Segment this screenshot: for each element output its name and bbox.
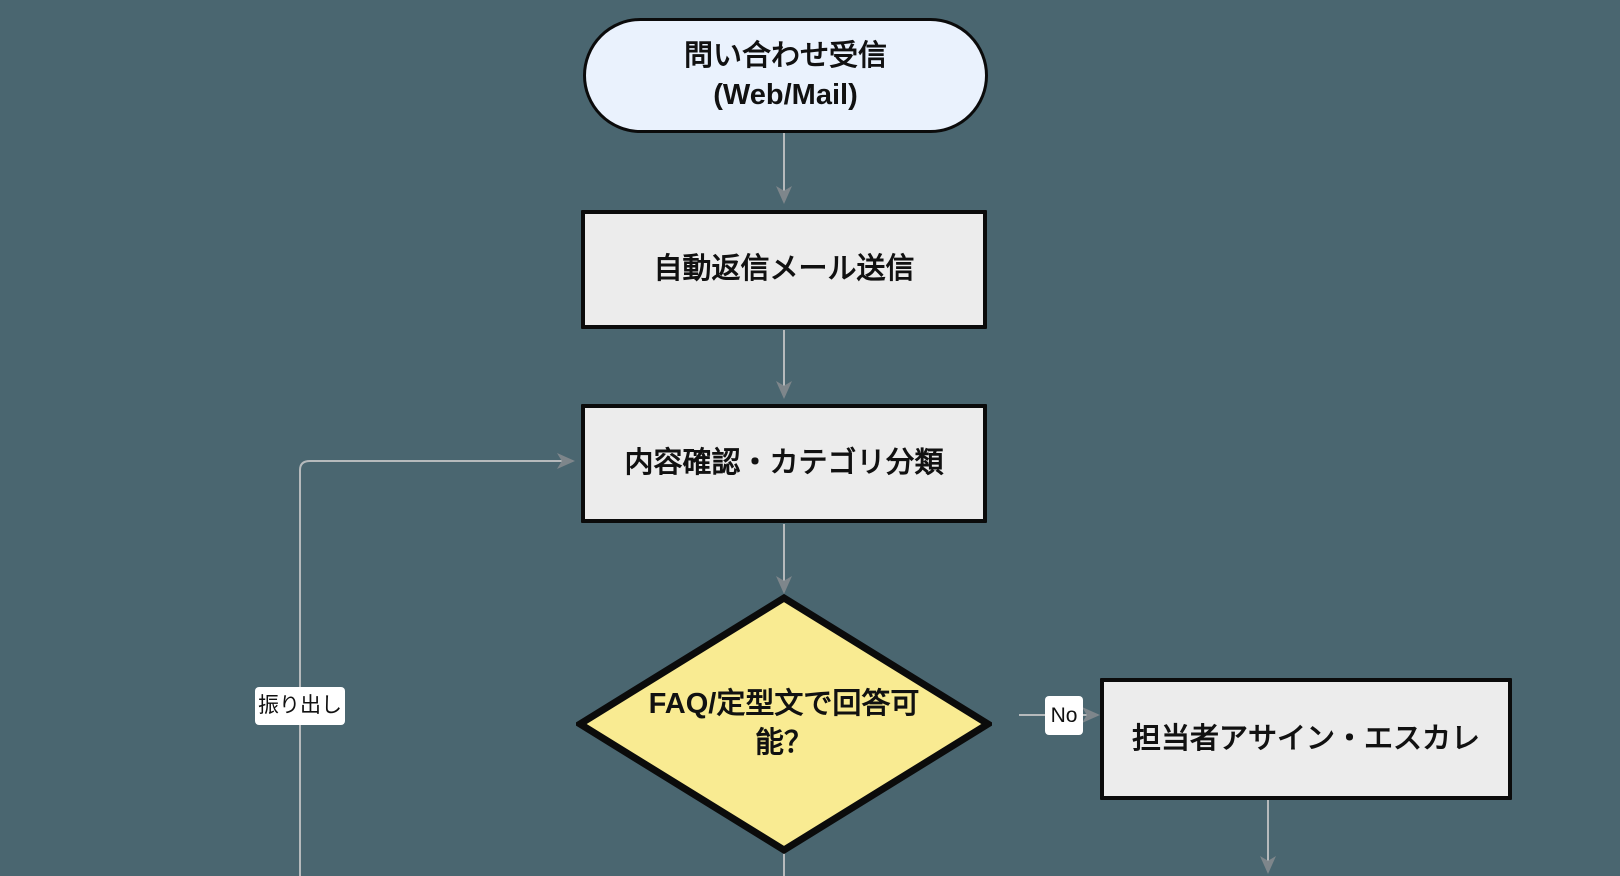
node-start-inquiry-received[interactable]: 問い合わせ受信 (Web/Mail) [583, 18, 988, 133]
node-decision-label: FAQ/定型文で回答可能？ [648, 687, 920, 759]
node-content-check-categorize[interactable]: 内容確認・カテゴリ分類 [581, 404, 987, 523]
node-auto-reply-mail[interactable]: 自動返信メール送信 [581, 210, 987, 329]
edge-label-no: No [1045, 696, 1083, 735]
node-start-line2: (Web/Mail) [713, 78, 858, 111]
connector-loop-back-to-classify [299, 453, 575, 876]
node-escalate-label: 担当者アサイン・エスカレ [1131, 722, 1480, 755]
node-auto-reply-label: 自動返信メール送信 [653, 253, 915, 286]
node-classify-label: 内容確認・カテゴリ分類 [624, 447, 944, 480]
node-decision-faq-answerable[interactable]: FAQ/定型文で回答可能？ [576, 594, 992, 854]
node-assign-escalate[interactable]: 担当者アサイン・エスカレ [1100, 678, 1512, 800]
edge-label-loop-back: 振り出し [255, 687, 345, 725]
node-start-line1: 問い合わせ受信 [683, 40, 887, 73]
decision-diamond-shape [576, 594, 992, 854]
